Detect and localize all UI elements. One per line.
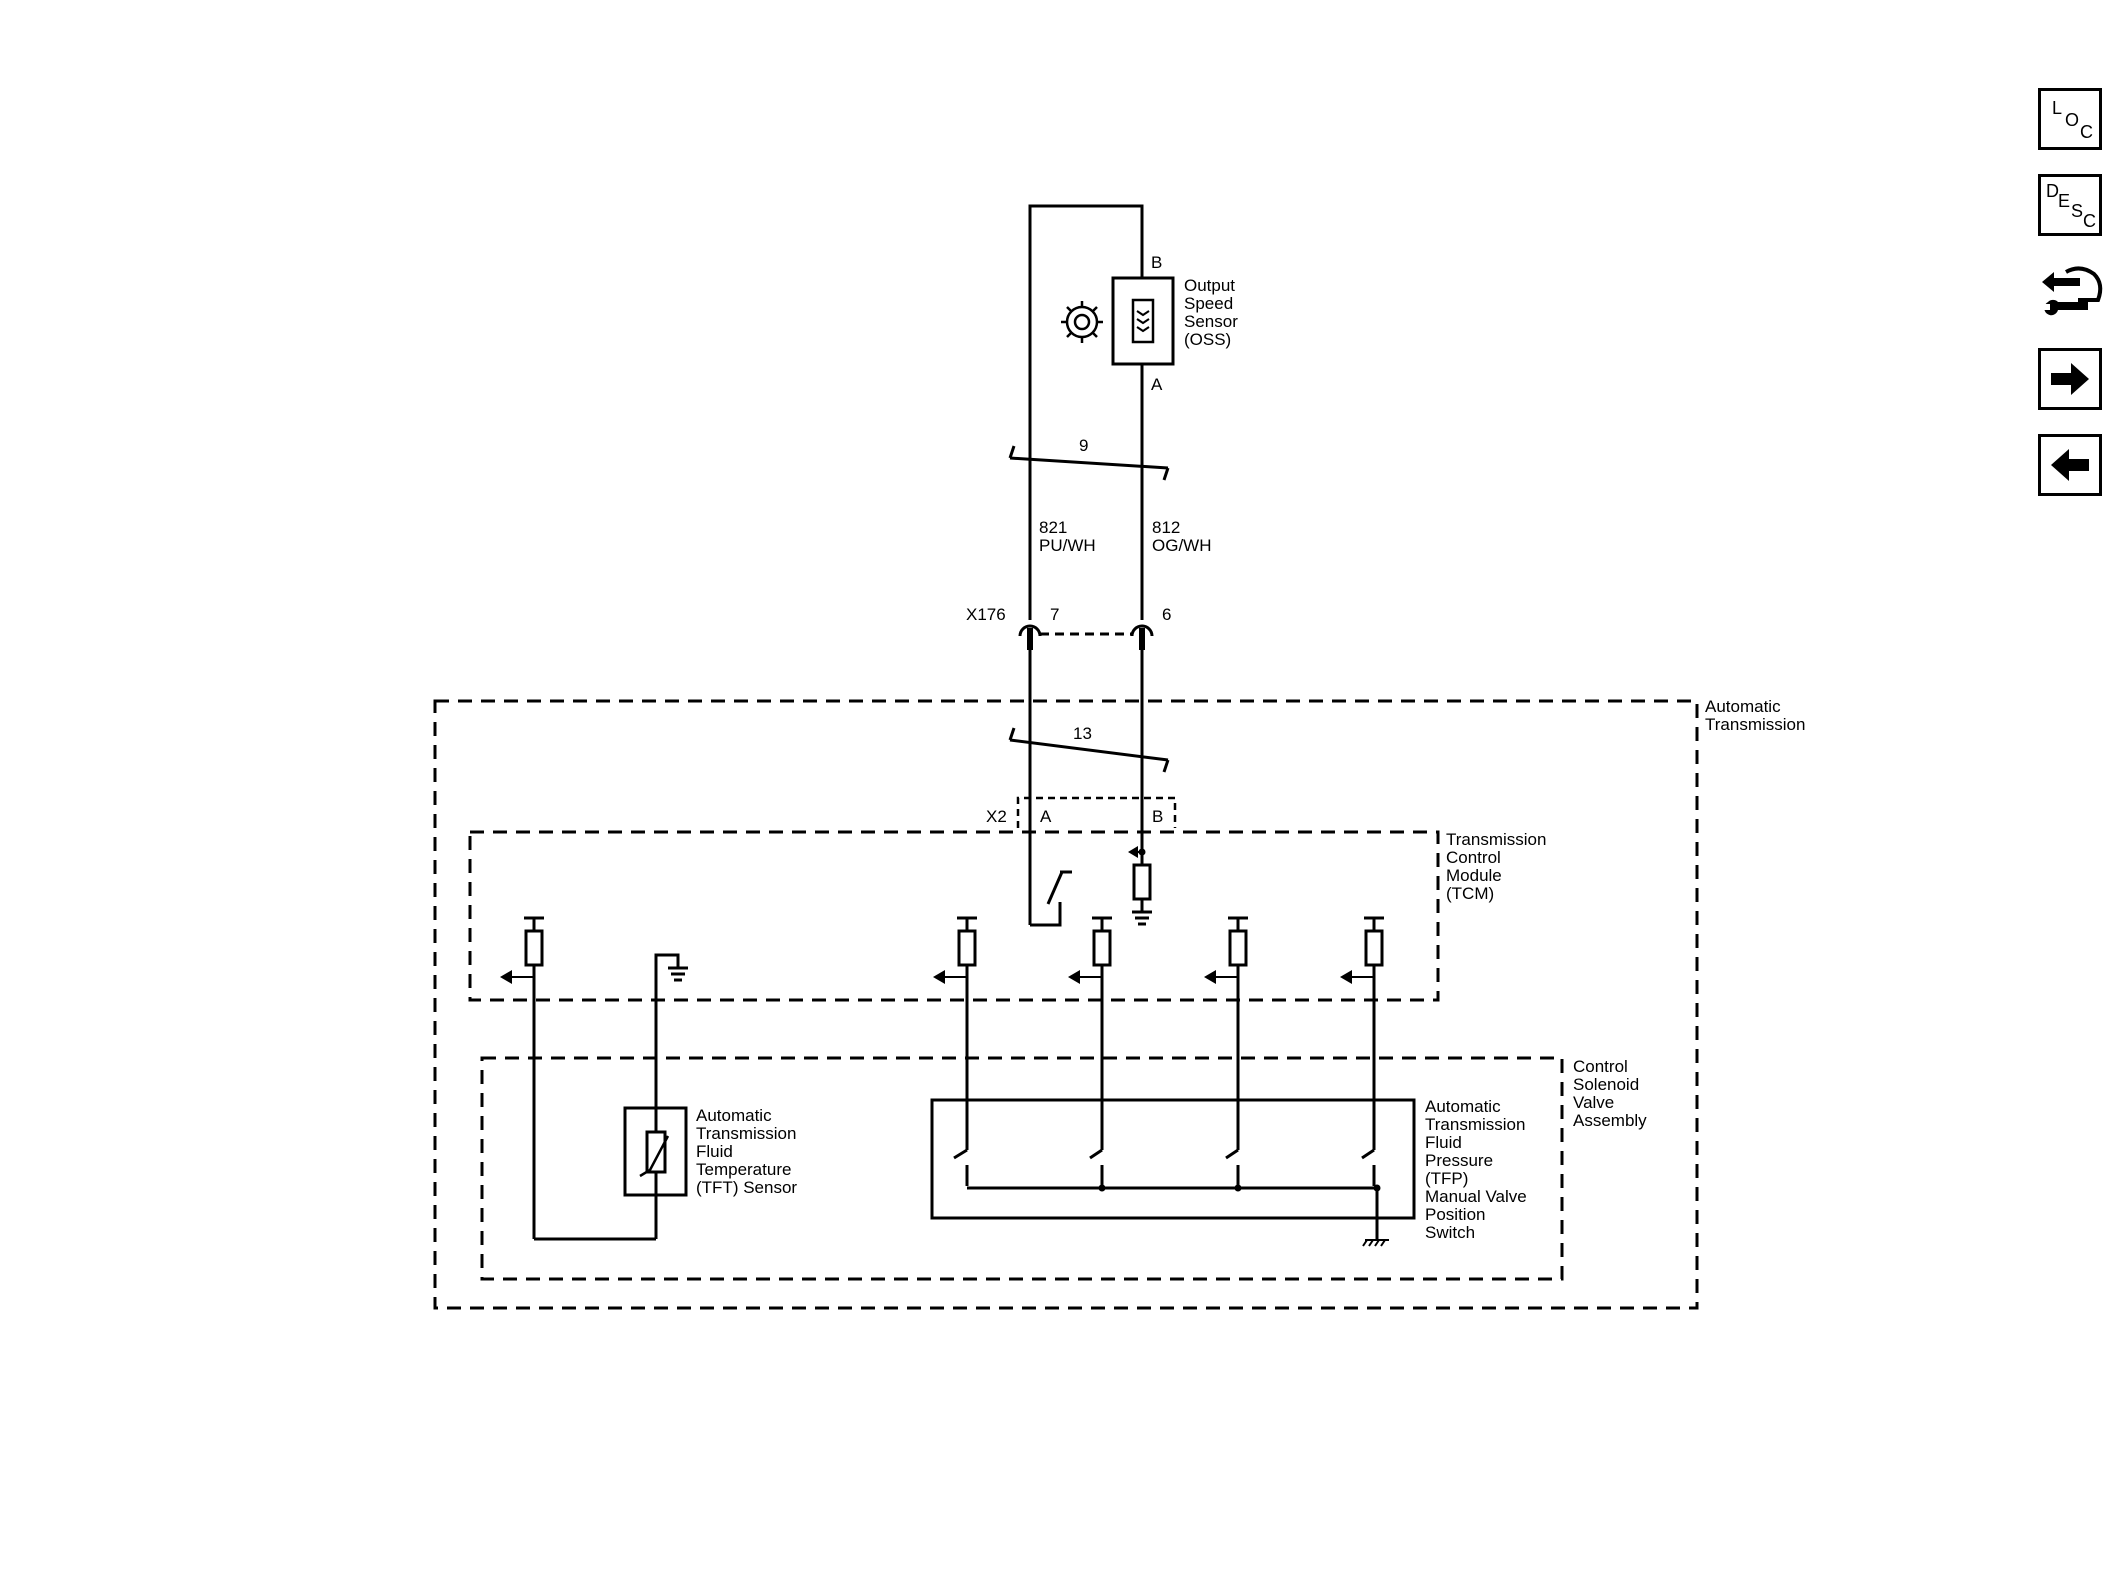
gear-icon [1061,301,1103,343]
tcm-boundary [468,830,1440,1002]
automatic-transmission-boundary [433,699,1699,1310]
chassis-ground-icon [1362,1239,1389,1247]
x176-pin-left-label: 7 [1050,605,1059,624]
oss-label: Output Speed Sensor (OSS) [1184,276,1243,349]
next-button[interactable] [2038,348,2102,410]
control-solenoid-valve-assembly-boundary [480,1056,1564,1281]
desc-letter-s: S [2071,201,2084,221]
harness-splice-upper-label: 9 [1079,436,1088,455]
tcm-input-resistor-tft [510,916,544,1239]
desc-letter-e: E [2058,191,2071,211]
harness-splice-lower [1009,738,1169,762]
tcm-label: Transmission Control Module (TCM) [1446,830,1551,903]
location-button[interactable]: L O C [2038,88,2102,150]
x176-pin-6 [1130,624,1154,637]
wire-821-circuit-label: 821 [1039,518,1067,537]
loc-letter-c: C [2080,122,2093,142]
tfp-switch-label: Automatic Transmission Fluid Pressure (T… [1425,1097,1531,1242]
tcm-pullup-resistor [1132,863,1152,901]
wire-821-color-label: PU/WH [1039,536,1096,555]
harness-splice-upper [1009,456,1169,470]
sensor-element [1131,298,1155,344]
arrow-left-icon [2051,449,2089,481]
tft-sensor-label: Automatic Transmission Fluid Temperature… [696,1106,801,1197]
desc-letter-c: C [2083,211,2096,231]
connector-repair-icon[interactable] [2036,256,2110,330]
x2-pin-right-label: B [1152,807,1163,826]
tcm-input-resistor-2 [1078,916,1112,1150]
x2-pin-left-label: A [1040,807,1052,826]
wire-821-upper [1028,204,1144,620]
sensor-pin-top-label: B [1151,253,1162,272]
loc-letter-o: O [2065,110,2080,130]
automatic-transmission-label: Automatic Transmission [1705,697,1805,734]
x176-connector-label: X176 [966,605,1006,624]
x2-connector-outline [1016,796,1177,828]
x176-pin-7 [1018,624,1042,637]
tcm-input-switch [1030,902,1062,927]
description-button[interactable]: D E S C [2038,174,2102,236]
x176-pin-right-label: 6 [1162,605,1171,624]
wire-812-circuit-label: 812 [1152,518,1180,537]
harness-splice-lower-label: 13 [1073,724,1092,743]
tcm-input-resistor-4 [1350,916,1384,1150]
tfp-switch-body [930,1098,1416,1220]
previous-button[interactable] [2038,434,2102,496]
loc-letter-l: L [2052,98,2063,118]
desc-letter-d: D [2046,181,2059,201]
x2-connector-label: X2 [986,807,1007,826]
tcm-ground-icon [1132,910,1152,926]
sensor-pin-bottom-label: A [1151,375,1163,394]
tcm-input-resistor-3 [1214,916,1248,1150]
tcm-ground-icon-tft [668,966,688,982]
wire-812-color-label: OG/WH [1152,536,1212,555]
output-speed-sensor-body [1111,276,1175,366]
tcm-input-resistor-1 [943,916,977,1150]
arrow-right-icon [2051,363,2089,395]
control-solenoid-valve-assembly-label: Control Solenoid Valve Assembly [1573,1057,1647,1130]
